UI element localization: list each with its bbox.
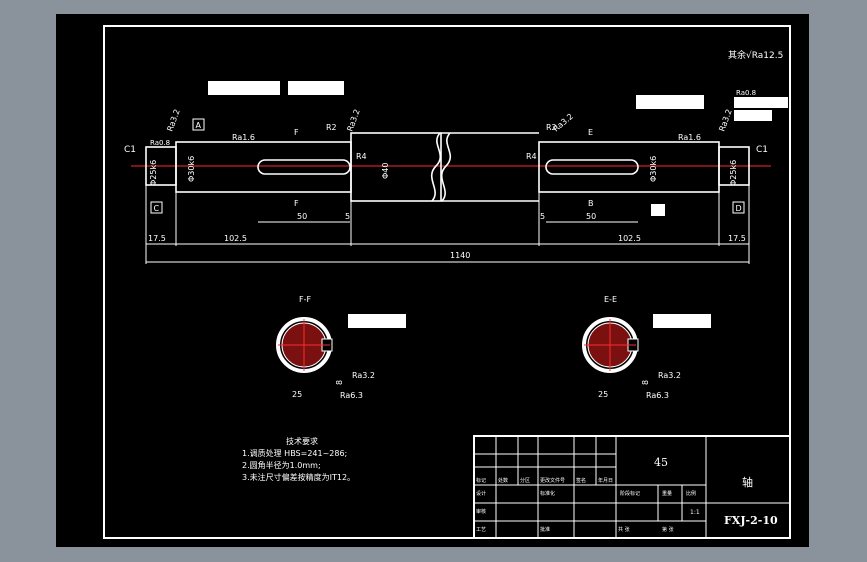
dia-journal-right: Φ25k6 bbox=[729, 160, 738, 186]
tb-label-standard: 标准化 bbox=[540, 490, 555, 497]
fillet-left: R2 bbox=[326, 123, 337, 132]
section-left bbox=[276, 317, 333, 373]
dim-end-right: 17.5 bbox=[728, 234, 746, 243]
shaft-outline bbox=[145, 132, 750, 202]
tb-label-sheet: 共 张 bbox=[618, 526, 630, 533]
datum-d: D bbox=[732, 201, 745, 214]
dia-journal-left: Φ25k6 bbox=[149, 160, 158, 186]
tech-item-1: 1.调质处理 HBS=241~286; bbox=[242, 448, 347, 458]
roughness-seat-right: Ra1.6 bbox=[678, 133, 701, 142]
section-mark-f-top: F bbox=[294, 128, 299, 137]
roughness-shoulder-right: Ra3.2 bbox=[552, 112, 575, 134]
title-scale: 1:1 bbox=[690, 509, 700, 516]
chamfer-right: C1 bbox=[756, 145, 768, 155]
keyway-right bbox=[545, 159, 639, 175]
dia-seat-right: Φ30k6 bbox=[649, 156, 658, 182]
roughness-journal-left: Ra3.2 bbox=[165, 108, 181, 133]
tb-label-zone: 分区 bbox=[520, 477, 530, 484]
section-left-tolerance bbox=[348, 314, 406, 328]
section-right-title: E-E bbox=[604, 295, 617, 304]
tb-label-mark: 标记 bbox=[476, 477, 486, 484]
roughness-journal-right: Ra3.2 bbox=[717, 108, 733, 133]
dimension-lines bbox=[145, 185, 750, 264]
tb-label-design: 设计 bbox=[476, 490, 486, 497]
dim-key-right: 50 bbox=[586, 212, 596, 221]
section-right-depth: 25 bbox=[598, 390, 608, 399]
svg-text:A: A bbox=[196, 121, 202, 130]
tb-label-process: 工艺 bbox=[476, 527, 486, 533]
roughness-face-left: Ra0.8 bbox=[150, 139, 170, 147]
tolerance-frame-left-2 bbox=[288, 81, 344, 95]
tb-label-change: 更改文件号 bbox=[540, 477, 565, 484]
chamfer-left: C1 bbox=[124, 145, 136, 155]
tolerance-frame-right-2 bbox=[734, 97, 788, 108]
tolerance-marker bbox=[651, 204, 665, 216]
section-right-ra63: Ra6.3 bbox=[646, 391, 669, 400]
keyway-left bbox=[257, 159, 351, 175]
section-right bbox=[582, 317, 639, 373]
shoulder-radius-right: R4 bbox=[526, 152, 537, 161]
cad-drawing: 其余√Ra12.5 Φ25k6 Φ30k6 Φ40 Φ30k6 Φ25k6 R4… bbox=[103, 25, 791, 539]
tolerance-frame-right-3 bbox=[734, 110, 772, 121]
section-left-ra63: Ra6.3 bbox=[340, 391, 363, 400]
dim-seat-left: 102.5 bbox=[224, 234, 247, 243]
svg-text:C: C bbox=[154, 204, 160, 213]
drawing-border bbox=[103, 25, 791, 539]
tolerance-frame-right-1 bbox=[636, 95, 704, 109]
dia-middle: Φ40 bbox=[381, 163, 390, 179]
tolerance-frame-left-1 bbox=[208, 81, 280, 95]
datum-a: A bbox=[192, 118, 205, 131]
section-left-width: 8 bbox=[335, 380, 344, 385]
roughness-face-right: Ra0.8 bbox=[736, 89, 756, 97]
tb-label-date: 年月日 bbox=[598, 477, 613, 484]
section-mark-f-bottom: F bbox=[294, 199, 299, 208]
fillet-right: R2 bbox=[546, 123, 557, 132]
break-symbol bbox=[430, 132, 452, 202]
tech-item-2: 2.圆角半径为1.0mm; bbox=[242, 460, 321, 470]
section-right-width: 8 bbox=[641, 380, 650, 385]
tb-label-sheet-of: 第 张 bbox=[662, 526, 674, 533]
tech-item-3: 3.未注尺寸偏差按精度为IT12。 bbox=[242, 472, 355, 482]
shoulder-radius-left: R4 bbox=[356, 152, 367, 161]
section-mark-b: B bbox=[588, 199, 594, 208]
dim-key-left: 50 bbox=[297, 212, 307, 221]
dim-end-left: 17.5 bbox=[148, 234, 166, 243]
section-right-tolerance bbox=[653, 314, 711, 328]
section-right-ra32: Ra3.2 bbox=[658, 371, 681, 380]
title-material: 45 bbox=[654, 456, 668, 469]
tb-label-sign: 签名 bbox=[576, 477, 586, 484]
tb-label-check: 审核 bbox=[476, 508, 486, 515]
section-left-depth: 25 bbox=[292, 390, 302, 399]
drawing-sheet: 其余√Ra12.5 Φ25k6 Φ30k6 Φ40 Φ30k6 Φ25k6 R4… bbox=[56, 14, 809, 547]
tb-label-approve: 批准 bbox=[540, 526, 550, 533]
title-drawing-no: FXJ-2-10 bbox=[724, 514, 778, 527]
roughness-shoulder-left: Ra3.2 bbox=[345, 108, 361, 133]
dim-seat-right: 102.5 bbox=[618, 234, 641, 243]
title-block-grid bbox=[473, 435, 791, 539]
title-part-name: 轴 bbox=[742, 475, 753, 489]
dim-total: 1140 bbox=[450, 251, 470, 260]
dim-key-offset-left: 5 bbox=[345, 212, 350, 221]
section-left-ra32: Ra3.2 bbox=[352, 371, 375, 380]
tb-label-weight: 重量 bbox=[662, 490, 672, 497]
tb-label-stage: 阶段标记 bbox=[620, 490, 640, 497]
section-left-title: F-F bbox=[299, 295, 311, 304]
dim-key-offset-right: 5 bbox=[540, 212, 545, 221]
dia-seat-left: Φ30k6 bbox=[187, 156, 196, 182]
section-mark-e-top: E bbox=[588, 128, 593, 137]
roughness-seat-left: Ra1.6 bbox=[232, 133, 255, 142]
tech-title: 技术要求 bbox=[286, 436, 318, 446]
tb-label-count: 处数 bbox=[498, 477, 508, 484]
roughness-note: 其余√Ra12.5 bbox=[728, 49, 783, 61]
datum-c: C bbox=[150, 201, 163, 214]
svg-text:D: D bbox=[736, 204, 742, 213]
tb-label-ratio: 比例 bbox=[686, 490, 696, 497]
